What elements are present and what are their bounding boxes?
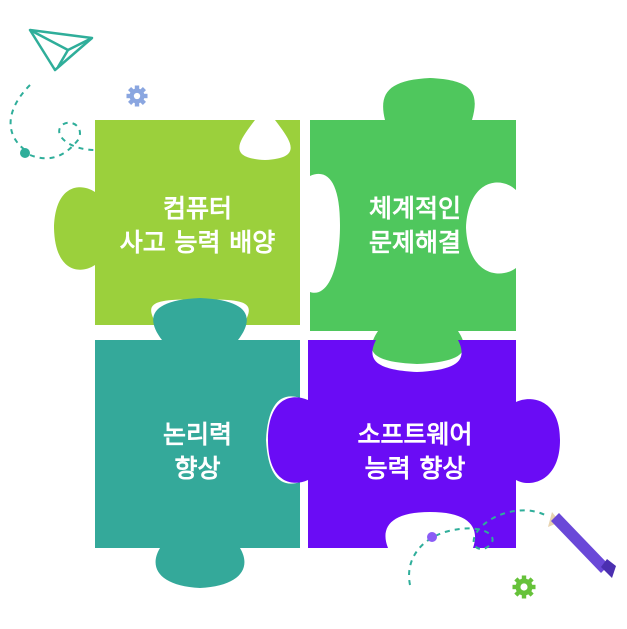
dashed-trail-right bbox=[408, 509, 546, 586]
gear-icon-top bbox=[126, 85, 148, 107]
gear-icon-bottom bbox=[512, 575, 536, 599]
paper-plane-icon bbox=[28, 28, 94, 72]
puzzle-piece-green-light bbox=[54, 120, 300, 325]
puzzle-piece-green bbox=[310, 78, 516, 364]
pencil-icon bbox=[548, 512, 616, 578]
puzzle-piece-teal bbox=[95, 298, 300, 588]
puzzle-piece-purple bbox=[268, 340, 560, 548]
